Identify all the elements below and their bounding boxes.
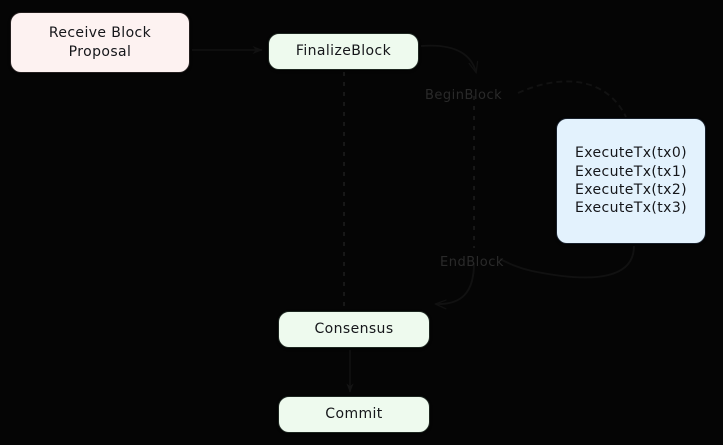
node-label: ExecuteTx(tx0) ExecuteTx(tx1) ExecuteTx(… (574, 145, 688, 217)
edge-label-text: BeginBlock (425, 88, 503, 103)
edge-label-end-block: EndBlock (440, 255, 504, 270)
node-label: FinalizeBlock (295, 43, 392, 60)
node-label: Commit (325, 406, 383, 423)
node-label: Consensus (314, 321, 394, 338)
edge-finalize-to-beginblock (420, 44, 476, 72)
edge-label-text: EndBlock (440, 255, 504, 270)
node-execute-tx[interactable]: ExecuteTx(tx0) ExecuteTx(tx1) ExecuteTx(… (556, 118, 706, 244)
node-consensus[interactable]: Consensus (278, 311, 430, 348)
edge-beginblock-to-execute (517, 80, 627, 118)
edge-execute-to-endblock (499, 245, 635, 279)
node-label: Receive Block Proposal (48, 25, 152, 60)
node-receive-block-proposal[interactable]: Receive Block Proposal (10, 12, 190, 73)
edge-label-begin-block: BeginBlock (425, 88, 502, 103)
edge-endblock-to-consensus (436, 262, 475, 304)
node-commit[interactable]: Commit (278, 396, 430, 433)
node-finalize-block[interactable]: FinalizeBlock (268, 33, 419, 70)
